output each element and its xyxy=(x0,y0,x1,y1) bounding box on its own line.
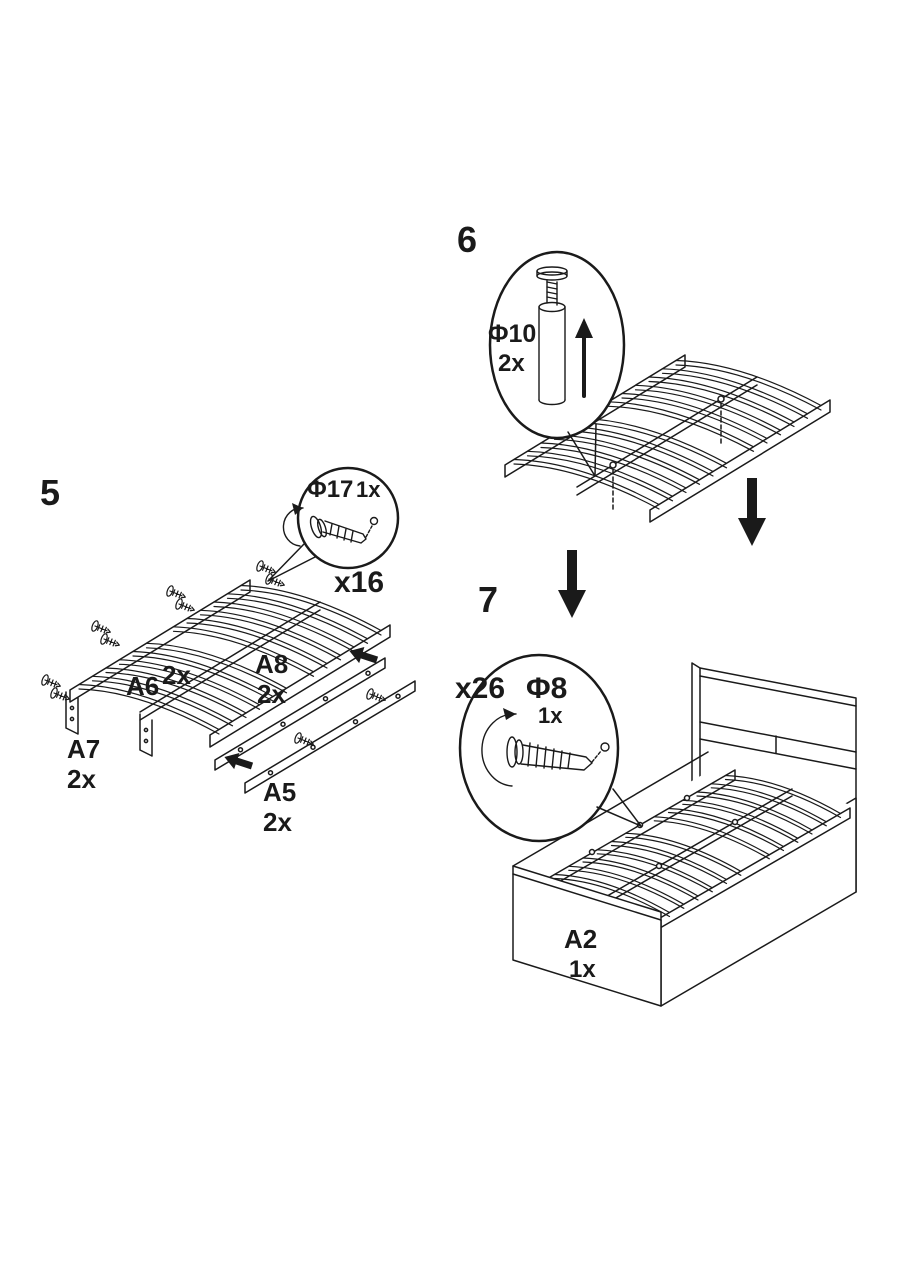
a5-rails xyxy=(214,657,416,794)
screw-in-direction-arrow-icon xyxy=(575,318,593,398)
part-a8-qty: 2x xyxy=(257,679,286,709)
down-arrow-icon xyxy=(738,478,766,546)
magnifier-circle-icon xyxy=(488,250,626,440)
part-a8-label: A8 xyxy=(255,649,288,679)
leg-position-guides xyxy=(612,403,722,513)
slat-set xyxy=(78,584,382,735)
step5-callout-part-label: Φ17 xyxy=(307,476,353,503)
step6-callout-part-label: Φ10 xyxy=(488,320,536,348)
part-a5-qty: 2x xyxy=(263,807,292,837)
part-a6-label: A6 xyxy=(126,671,159,701)
part-a5-label: A5 xyxy=(263,777,296,807)
foot-panel xyxy=(512,865,662,1007)
magnifier-circle-icon xyxy=(296,466,400,570)
step7-callout-qty-label: 1x xyxy=(538,703,563,728)
step5-illustration xyxy=(39,466,416,794)
part-a7-label: A7 xyxy=(67,734,100,764)
step5-screw-count-label: x16 xyxy=(334,566,384,599)
part-a7-qty: 2x xyxy=(67,764,96,794)
screw-callout-step7 xyxy=(458,653,642,843)
step5-number: 5 xyxy=(40,472,60,513)
far-side-rail xyxy=(512,751,709,867)
step7-number: 7 xyxy=(478,579,498,620)
step7-illustration xyxy=(458,653,857,1007)
part-a2-label: A2 xyxy=(564,924,597,954)
step6-illustration xyxy=(488,250,831,618)
part-a2-qty: 1x xyxy=(569,956,596,983)
down-arrow-icon xyxy=(558,550,586,618)
screw-icon xyxy=(481,708,610,787)
leg-icon xyxy=(536,266,568,406)
step7-screw-count-label: x26 xyxy=(455,672,505,705)
leg-callout-step6 xyxy=(488,250,626,477)
step5-callout-qty-label: 1x xyxy=(356,477,381,502)
slatted-base-frame xyxy=(65,579,391,757)
step7-callout-part-label: Φ8 xyxy=(526,672,567,705)
bolt-icon xyxy=(282,503,379,547)
screw-callout-step5 xyxy=(267,466,400,582)
step6-callout-qty-label: 2x xyxy=(498,350,525,377)
part-a6-qty: 2x xyxy=(162,660,191,690)
step6-number: 6 xyxy=(457,219,477,260)
